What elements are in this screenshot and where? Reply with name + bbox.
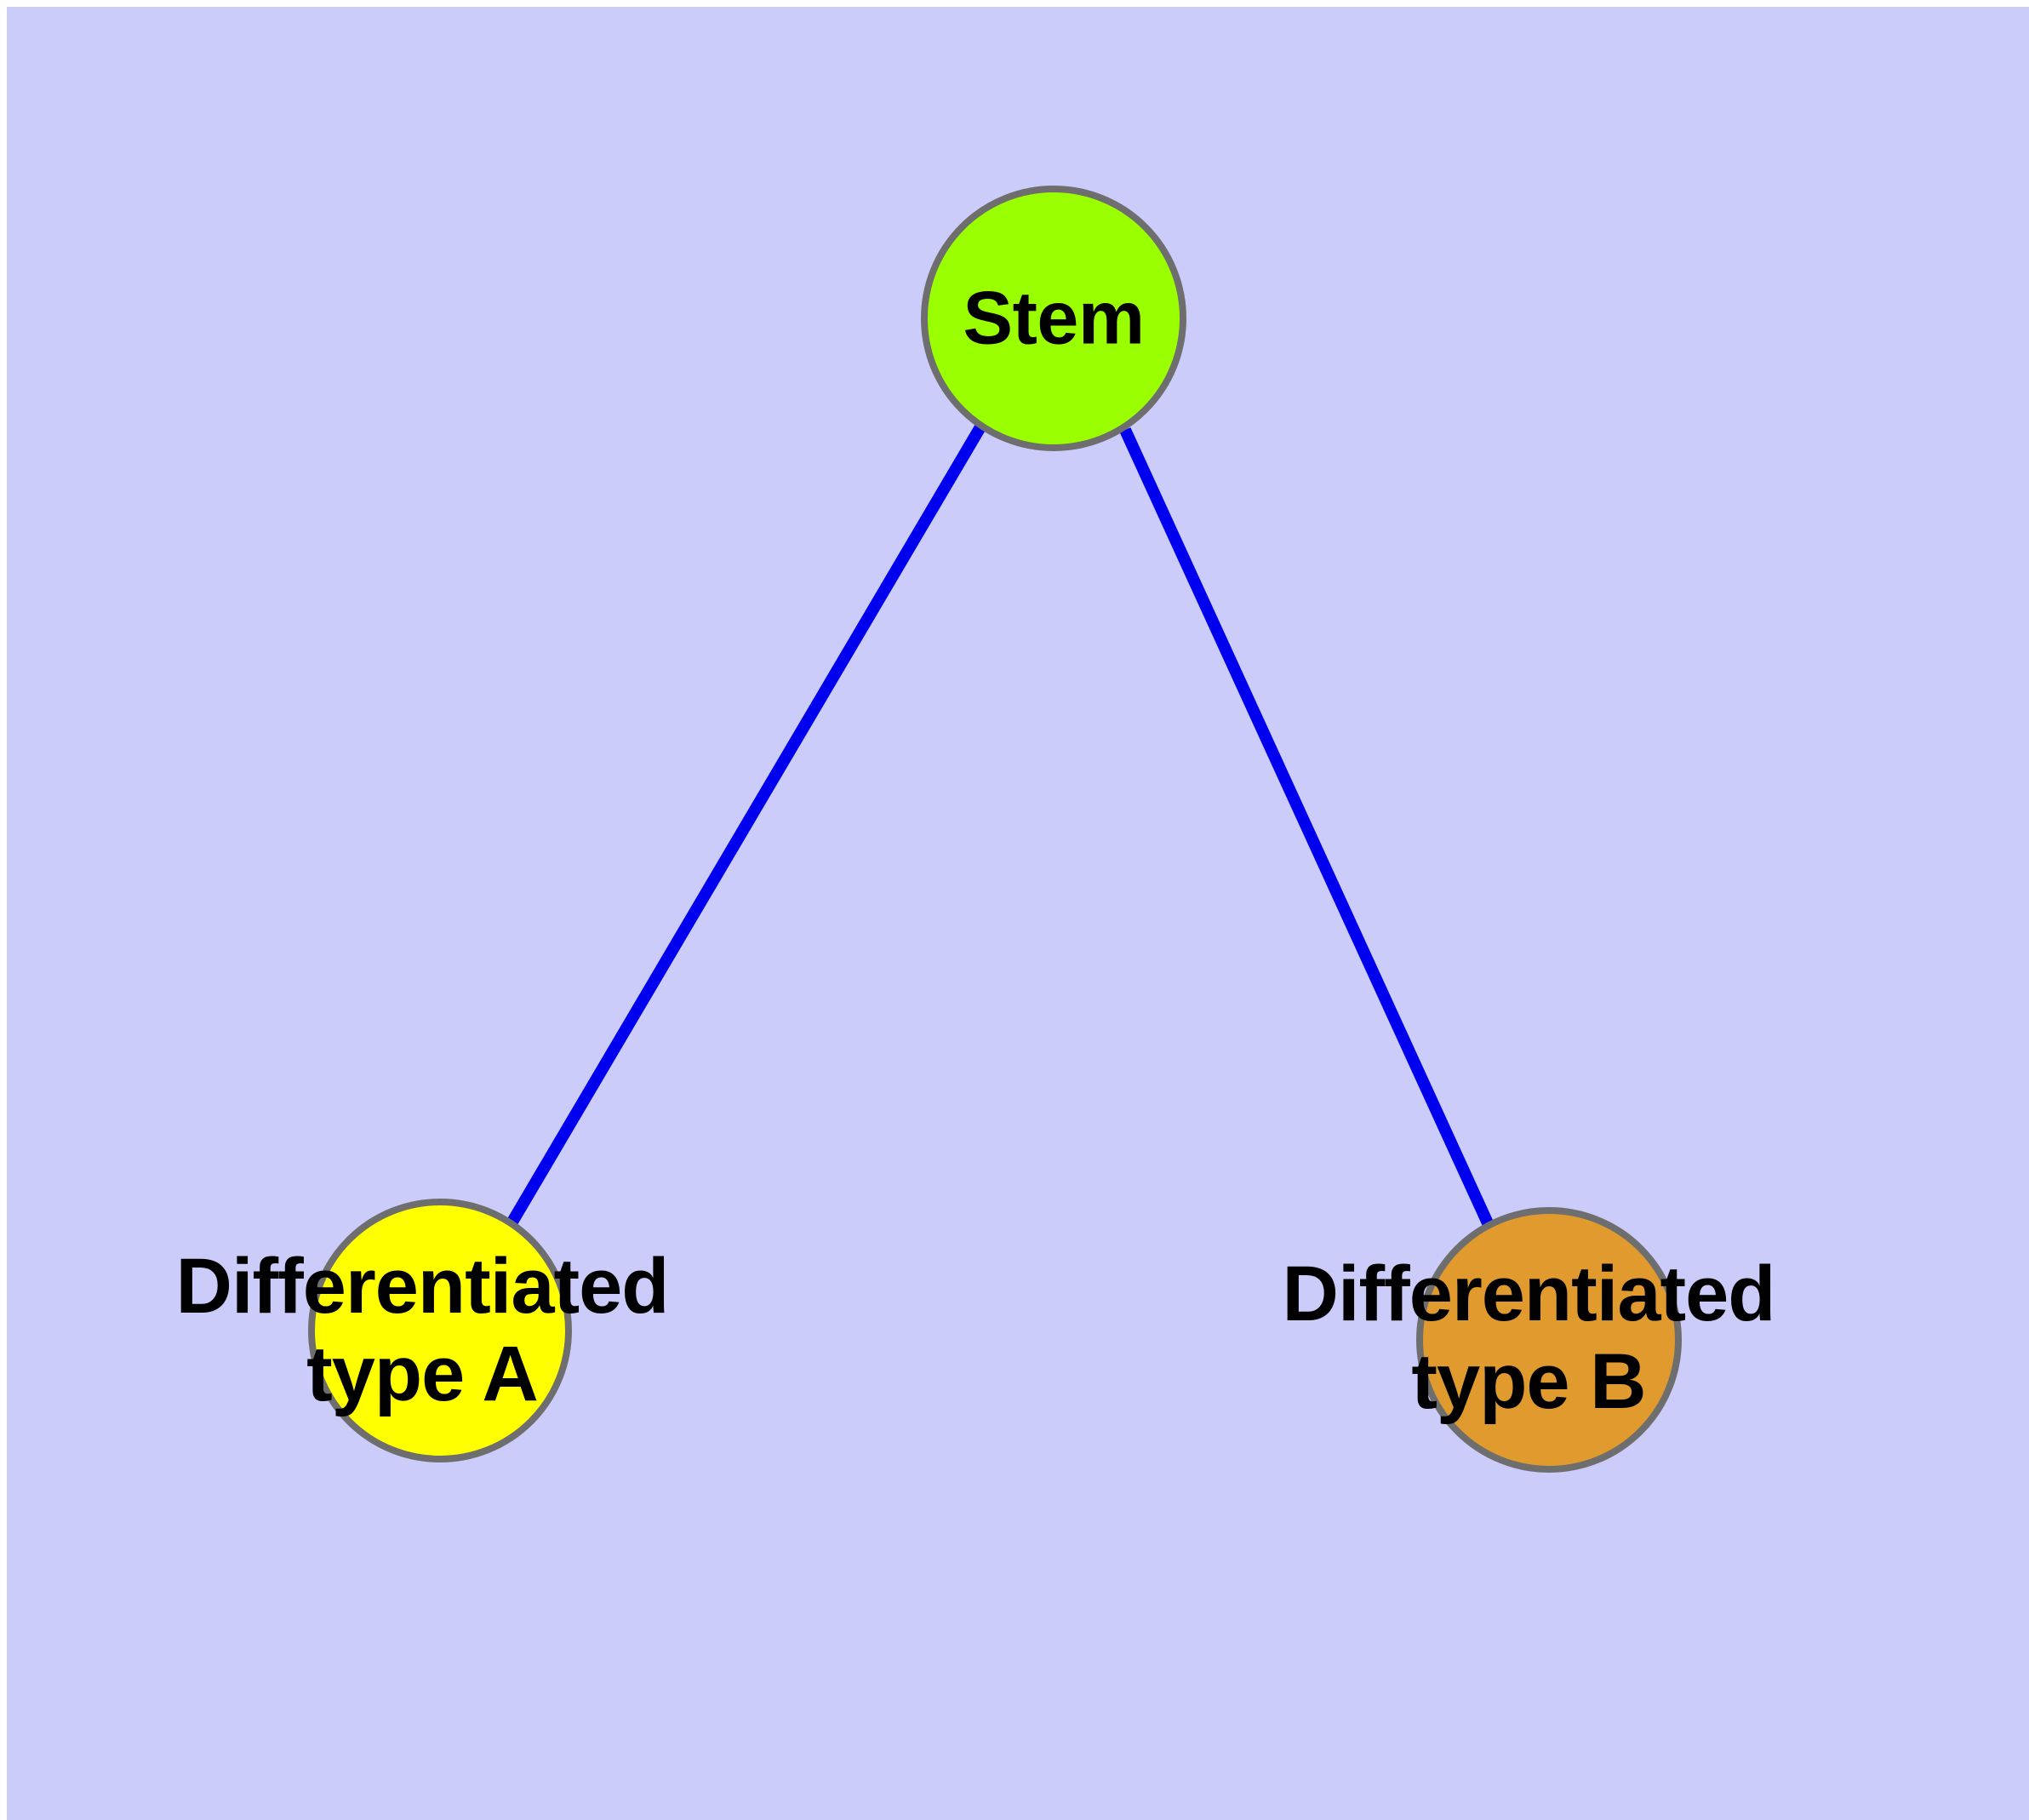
node-layer [308, 186, 1682, 1473]
node-differentiated-type-a[interactable] [308, 1199, 572, 1462]
edge-stem-to-differentiated-type-a[interactable] [506, 422, 987, 1227]
edge-layer [506, 422, 1495, 1228]
edge-stem-to-differentiated-type-b[interactable] [1119, 427, 1495, 1228]
node-stem[interactable] [921, 186, 1186, 451]
node-differentiated-type-b[interactable] [1416, 1207, 1682, 1473]
